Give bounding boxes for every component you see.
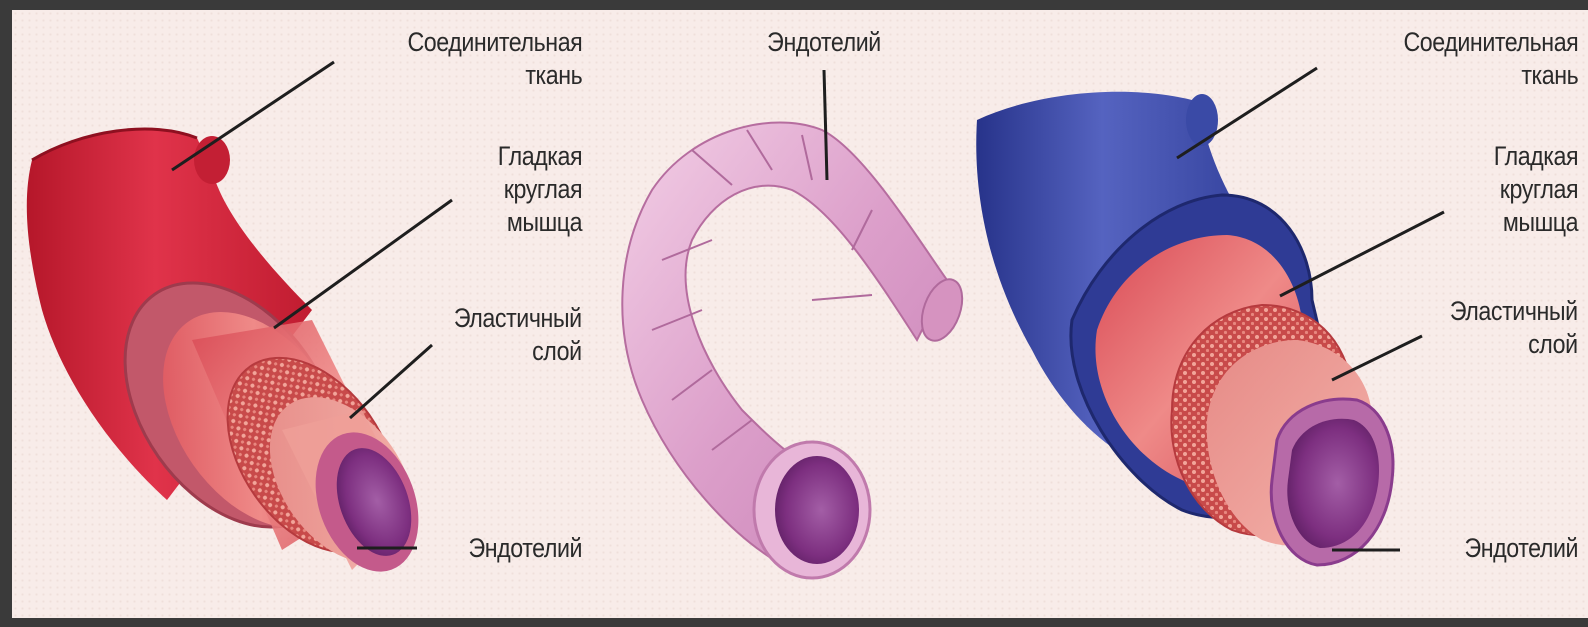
vein-elastic-layer-label: Эластичный слой xyxy=(1450,295,1578,361)
label-line: Эндотелий xyxy=(468,532,582,565)
label-line: мышца xyxy=(498,206,582,239)
label-line: слой xyxy=(454,335,582,368)
vein-connective-tissue-label: Соединительная ткань xyxy=(1403,26,1578,92)
label-line: круглая xyxy=(498,173,582,206)
label-line: Эндотелий xyxy=(1464,532,1578,565)
label-line: слой xyxy=(1450,328,1578,361)
label-line: Гладкая xyxy=(498,140,582,173)
leader-artery-muscle xyxy=(274,200,452,328)
diagram-canvas: Соединительная ткань Гладкая круглая мыш… xyxy=(12,10,1588,618)
vein-drawing xyxy=(976,92,1393,565)
vein-smooth-muscle-label: Гладкая круглая мышца xyxy=(1494,140,1578,239)
artery-smooth-muscle-label: Гладкая круглая мышца xyxy=(498,140,582,239)
vessel-illustration xyxy=(12,10,1588,618)
label-line: мышца xyxy=(1494,206,1578,239)
artery-elastic-layer-label: Эластичный слой xyxy=(454,302,582,368)
label-line: ткань xyxy=(407,59,582,92)
label-line: Эластичный xyxy=(454,302,582,335)
vein-endothelium-label: Эндотелий xyxy=(1464,532,1578,565)
capillary-endothelium-label: Эндотелий xyxy=(747,26,902,59)
leader-artery-elastic xyxy=(350,345,432,418)
label-line: Соединительная xyxy=(1403,26,1578,59)
artery-connective-tissue-label: Соединительная ткань xyxy=(407,26,582,92)
leader-artery-connective xyxy=(172,62,334,170)
label-line: круглая xyxy=(1494,173,1578,206)
window-frame-bottom xyxy=(0,618,1588,627)
artery-drawing xyxy=(27,129,444,590)
window-frame-left xyxy=(0,0,12,627)
leader-vein-elastic xyxy=(1332,336,1422,380)
label-line: Эндотелий xyxy=(747,26,902,59)
label-line: ткань xyxy=(1403,59,1578,92)
label-line: Соединительная xyxy=(407,26,582,59)
window-frame-top xyxy=(0,0,1588,10)
label-line: Эластичный xyxy=(1450,295,1578,328)
artery-endothelium-label: Эндотелий xyxy=(468,532,582,565)
label-line: Гладкая xyxy=(1494,140,1578,173)
capillary-drawing xyxy=(622,123,970,579)
